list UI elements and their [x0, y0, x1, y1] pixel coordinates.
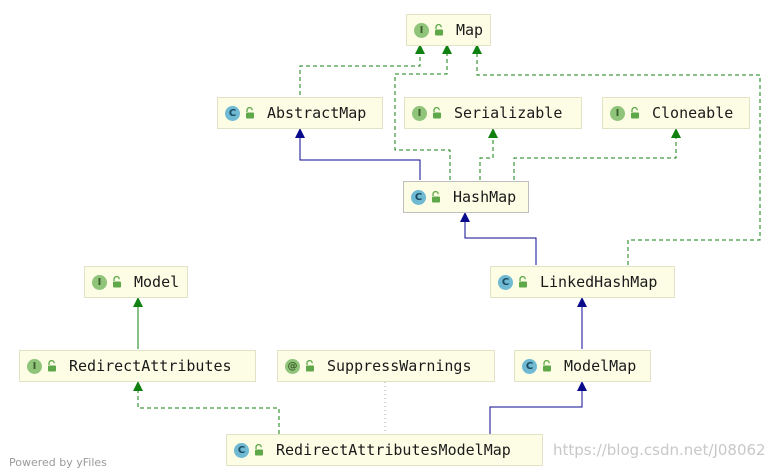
node-cloneable[interactable]: I Cloneable [602, 97, 750, 129]
node-label: HashMap [453, 188, 517, 206]
interface-icon: I [412, 105, 427, 121]
node-abstract-map[interactable]: C AbstractMap [217, 97, 383, 129]
lock-open-icon [435, 24, 443, 36]
node-serializable[interactable]: I Serializable [404, 97, 582, 129]
edge-linkedhashmap-implements-map [476, 49, 761, 265]
interface-icon: I [610, 105, 625, 121]
interface-icon: I [92, 274, 107, 290]
class-icon: C [498, 274, 513, 290]
class-icon: C [411, 189, 426, 205]
arrowhead-modelmap-linkedhashmap [577, 297, 587, 307]
arrowhead-redirectattributes-model [133, 297, 143, 307]
class-icon: C [522, 358, 537, 374]
arrowhead-linkedhashmap-hashmap [460, 212, 470, 222]
lock-open-icon [48, 360, 56, 372]
lock-open-icon [246, 107, 254, 119]
arrowhead-abstractmap-map [415, 44, 425, 54]
arrowhead-hashmap-map [442, 44, 452, 54]
edge-hashmap-implements-cloneable [513, 133, 677, 180]
lock-open-icon [543, 360, 551, 372]
node-hash-map[interactable]: C HashMap [403, 181, 529, 213]
node-label: LinkedHashMap [540, 273, 658, 291]
arrowhead-hashmap-cloneable [671, 128, 681, 138]
powered-by-text: Powered by yFiles [9, 456, 107, 469]
node-label: Map [456, 21, 484, 39]
arrowhead-rammm-redirectattributes [133, 381, 143, 391]
lock-open-icon [432, 191, 440, 203]
edge-linkedhashmap-extends-hashmap [464, 217, 537, 265]
edge-hashmap-implements-serializable [479, 133, 494, 180]
lock-open-icon [255, 444, 263, 456]
interface-icon: I [414, 22, 429, 38]
lock-open-icon [113, 276, 121, 288]
node-label: AbstractMap [267, 104, 367, 122]
node-label: Model [134, 273, 180, 291]
edge-abstractmap-implements-map [299, 49, 421, 95]
arrowhead-rammm-modelmap [577, 381, 587, 391]
arrowhead-linkedhashmap-map [472, 44, 482, 54]
node-redirect-attributes-model-map[interactable]: C RedirectAttributesModelMap [226, 434, 543, 466]
node-model-map[interactable]: C ModelMap [514, 350, 651, 382]
watermark-text: https://blog.csdn.net/J080624 [553, 441, 765, 459]
arrowhead-hashmap-abstractmap [295, 128, 305, 138]
lock-open-icon [519, 276, 527, 288]
edge-rammm-implements-redirectattributes [137, 386, 280, 434]
node-label: Cloneable [652, 104, 734, 122]
annotation-icon: @ [285, 358, 300, 374]
node-label: RedirectAttributesModelMap [276, 441, 511, 459]
lock-open-icon [433, 107, 441, 119]
lock-open-icon [631, 107, 639, 119]
interface-icon: I [27, 358, 42, 374]
lock-open-icon [306, 360, 314, 372]
node-map[interactable]: I Map [406, 14, 491, 46]
node-linked-hash-map[interactable]: C LinkedHashMap [490, 266, 675, 298]
edge-rammm-extends-modelmap [489, 386, 583, 434]
class-icon: C [234, 442, 249, 458]
node-label: Serializable [454, 104, 563, 122]
node-suppress-warnings[interactable]: @ SuppressWarnings [277, 350, 495, 382]
edge-hashmap-implements-map [394, 49, 451, 180]
node-redirect-attributes[interactable]: I RedirectAttributes [19, 350, 256, 382]
node-label: RedirectAttributes [69, 357, 232, 375]
node-label: SuppressWarnings [327, 357, 472, 375]
node-label: ModelMap [564, 357, 637, 375]
edge-hashmap-extends-abstractmap [299, 133, 421, 180]
abstract-class-icon: C [225, 105, 240, 121]
arrowhead-hashmap-serializable [488, 128, 498, 138]
node-model[interactable]: I Model [84, 266, 188, 298]
